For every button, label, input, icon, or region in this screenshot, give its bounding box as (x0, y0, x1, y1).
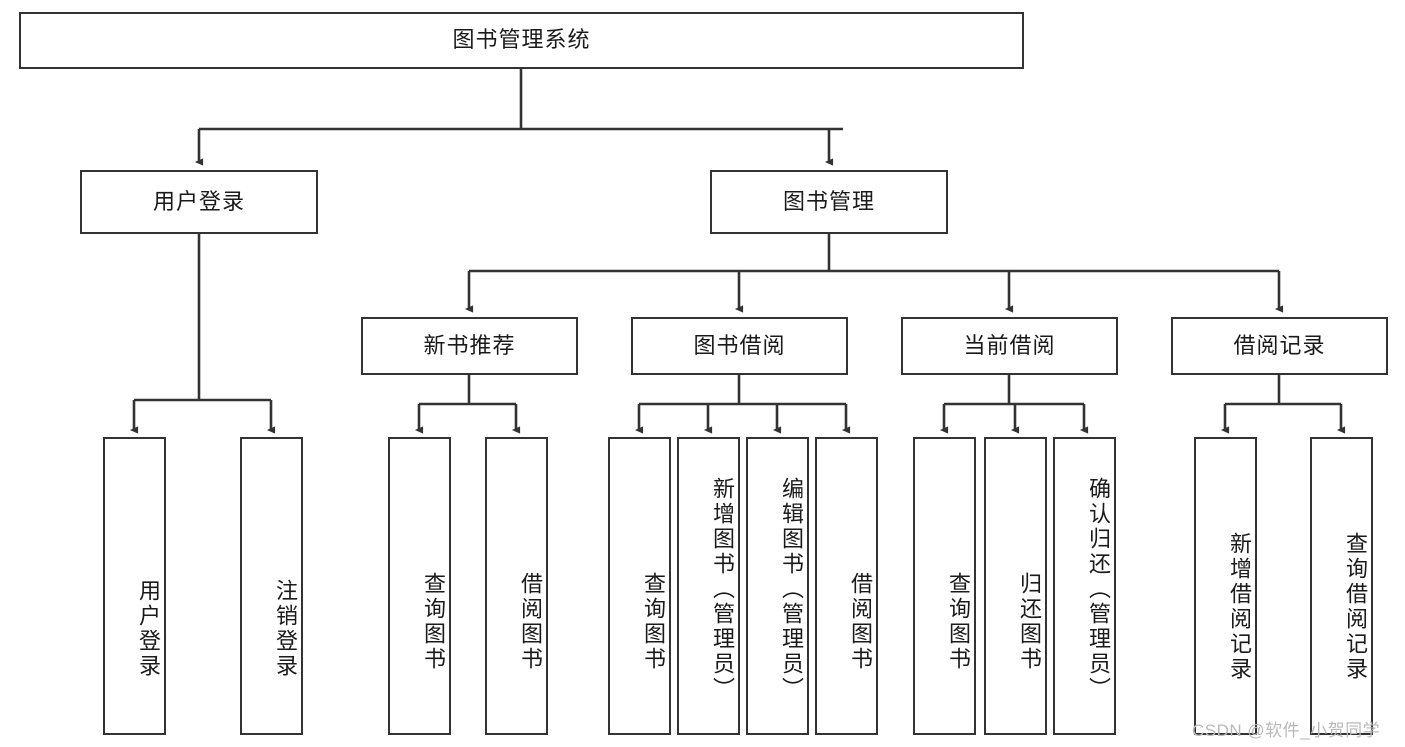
leaf-recommend-query-book-label: 查询图书 (421, 572, 446, 672)
leaf-borrow-add-book-admin[interactable]: 新增图书（管理员） (677, 437, 740, 735)
leaf-current-query-book[interactable]: 查询图书 (913, 437, 976, 735)
node-user-login[interactable]: 用户登录 (80, 170, 318, 234)
leaf-current-return-book-label: 归还图书 (1017, 572, 1042, 672)
node-book-borrow-label: 图书借阅 (693, 332, 786, 358)
node-borrow-record[interactable]: 借阅记录 (1171, 317, 1388, 375)
leaf-recommend-borrow-book-label: 借阅图书 (518, 572, 543, 672)
leaf-current-query-book-label: 查询图书 (946, 572, 971, 672)
leaf-record-add-record[interactable]: 新增借阅记录 (1194, 437, 1257, 735)
leaf-current-confirm-return-admin[interactable]: 确认归还（管理员） (1053, 437, 1116, 735)
leaf-user-login-signout-label: 注销登录 (273, 579, 298, 679)
watermark-credit-text: CSDN @软件_小贺同学 (1192, 721, 1381, 740)
leaf-record-query-record-label: 查询借阅记录 (1343, 532, 1368, 682)
node-root-system-label: 图书管理系统 (452, 27, 591, 53)
leaf-record-query-record[interactable]: 查询借阅记录 (1310, 437, 1373, 735)
node-current-borrow-label: 当前借阅 (963, 332, 1056, 358)
watermark-credit: CSDN @软件_小贺同学 (1192, 716, 1380, 741)
node-new-book-recommend-label: 新书推荐 (423, 332, 516, 358)
node-book-borrow[interactable]: 图书借阅 (631, 317, 848, 375)
node-borrow-record-label: 借阅记录 (1233, 332, 1326, 358)
leaf-current-return-book[interactable]: 归还图书 (984, 437, 1047, 735)
leaf-user-login-signin-label: 用户登录 (136, 579, 161, 679)
leaf-borrow-borrow-book[interactable]: 借阅图书 (815, 437, 878, 735)
leaf-borrow-edit-book-admin-label: 编辑图书（管理员） (779, 476, 804, 702)
leaf-borrow-query-book-label: 查询图书 (641, 572, 666, 672)
leaf-record-add-record-label: 新增借阅记录 (1227, 532, 1252, 682)
leaf-recommend-query-book[interactable]: 查询图书 (388, 437, 451, 735)
node-new-book-recommend[interactable]: 新书推荐 (361, 317, 578, 375)
leaf-user-login-signout[interactable]: 注销登录 (240, 437, 303, 735)
leaf-recommend-borrow-book[interactable]: 借阅图书 (485, 437, 548, 735)
node-current-borrow[interactable]: 当前借阅 (901, 317, 1118, 375)
leaf-borrow-query-book[interactable]: 查询图书 (608, 437, 671, 735)
node-book-management-label: 图书管理 (782, 188, 875, 214)
leaf-user-login-signin[interactable]: 用户登录 (103, 437, 166, 735)
leaf-borrow-borrow-book-label: 借阅图书 (848, 572, 873, 672)
leaf-borrow-add-book-admin-label: 新增图书（管理员） (710, 476, 735, 702)
node-book-management[interactable]: 图书管理 (710, 170, 948, 234)
node-root-system[interactable]: 图书管理系统 (19, 12, 1024, 69)
leaf-current-confirm-return-admin-label: 确认归还（管理员） (1086, 476, 1111, 702)
node-user-login-label: 用户登录 (152, 188, 245, 214)
leaf-borrow-edit-book-admin[interactable]: 编辑图书（管理员） (746, 437, 809, 735)
